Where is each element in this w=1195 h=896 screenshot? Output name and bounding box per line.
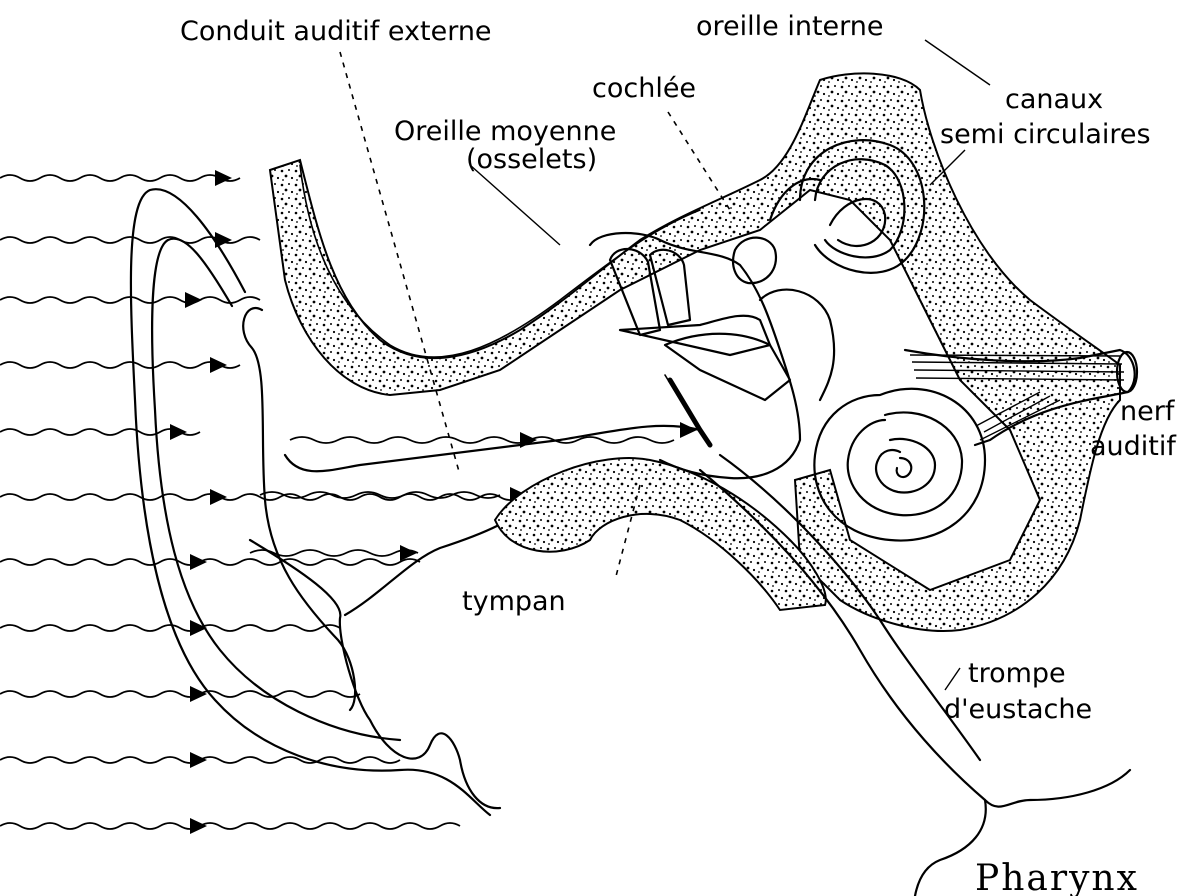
label-cochlee: cochlée xyxy=(592,73,696,104)
label-trompe: trompe xyxy=(968,658,1066,689)
label-eustache: d'eustache xyxy=(944,694,1092,725)
label-auditif: auditif xyxy=(1090,431,1177,462)
label-oreille-interne: oreille interne xyxy=(696,11,884,42)
label-canaux: canaux xyxy=(1005,84,1103,115)
label-nerf: nerf xyxy=(1120,396,1176,427)
label-tympan: tympan xyxy=(462,586,566,617)
label-conduit-auditif-externe: Conduit auditif externe xyxy=(180,16,492,47)
label-oreille-moyenne: Oreille moyenne xyxy=(394,116,616,147)
label-semi-circulaires: semi circulaires xyxy=(940,119,1151,150)
label-pharynx: Pharynx xyxy=(975,858,1139,896)
temporal-bone xyxy=(270,73,1120,631)
label-osselets: (osselets) xyxy=(466,144,597,175)
